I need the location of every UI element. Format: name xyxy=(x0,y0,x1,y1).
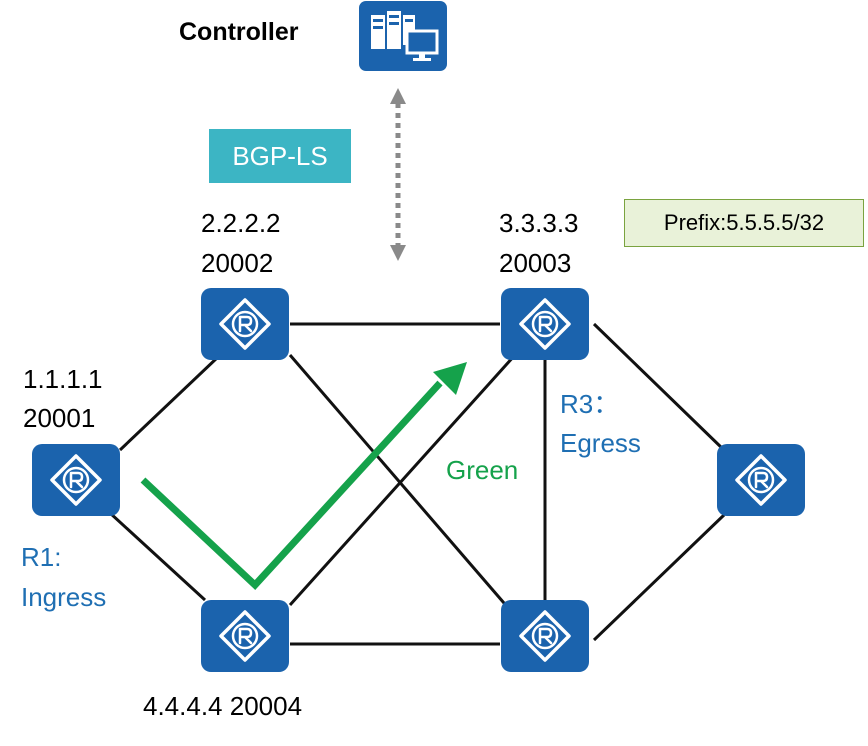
r1-role-line2: Ingress xyxy=(21,582,107,612)
r2-router-icon xyxy=(201,288,289,360)
green-path-line xyxy=(140,380,443,590)
r4-label: 4.4.4.4 20004 xyxy=(143,691,303,721)
links xyxy=(108,322,726,646)
r1-role-line1: R1: xyxy=(21,542,62,572)
green-path-label: Green xyxy=(446,455,519,485)
r1-router-icon xyxy=(32,444,120,516)
server-monitor-icon xyxy=(359,1,447,71)
r1-sid-label: 20001 xyxy=(23,403,96,433)
link-r4-r3 xyxy=(288,353,517,607)
dotted-arrowhead-up xyxy=(390,88,406,104)
r6-router-icon xyxy=(717,444,805,516)
link-r1-r2 xyxy=(118,355,220,452)
r3-role-line2: Egress xyxy=(560,428,641,458)
r2-ip-label: 2.2.2.2 xyxy=(201,208,281,238)
r2-sid-label: 20002 xyxy=(201,248,274,278)
r3-router-icon xyxy=(501,288,589,360)
r3-sid-label: 20003 xyxy=(499,248,572,278)
r1-ip-label: 1.1.1.1 xyxy=(23,364,103,394)
routers xyxy=(32,288,805,672)
prefix-box: Prefix:5.5.5.5/32 xyxy=(624,199,864,247)
r5-router-icon xyxy=(501,600,589,672)
r4-router-icon xyxy=(201,600,289,672)
link-r3-r6 xyxy=(592,322,726,452)
green-path xyxy=(140,362,467,590)
r3-ip-label: 3.3.3.3 xyxy=(499,208,579,238)
r3-role-line1: R3： xyxy=(560,389,620,419)
controller-label: Controller xyxy=(179,18,299,46)
link-r1-r4 xyxy=(108,511,207,602)
dotted-arrowhead-down xyxy=(390,245,406,261)
protocol-badge: BGP-LS xyxy=(209,129,351,183)
link-r5-r6 xyxy=(592,513,726,642)
green-path-arrowhead xyxy=(433,362,467,395)
